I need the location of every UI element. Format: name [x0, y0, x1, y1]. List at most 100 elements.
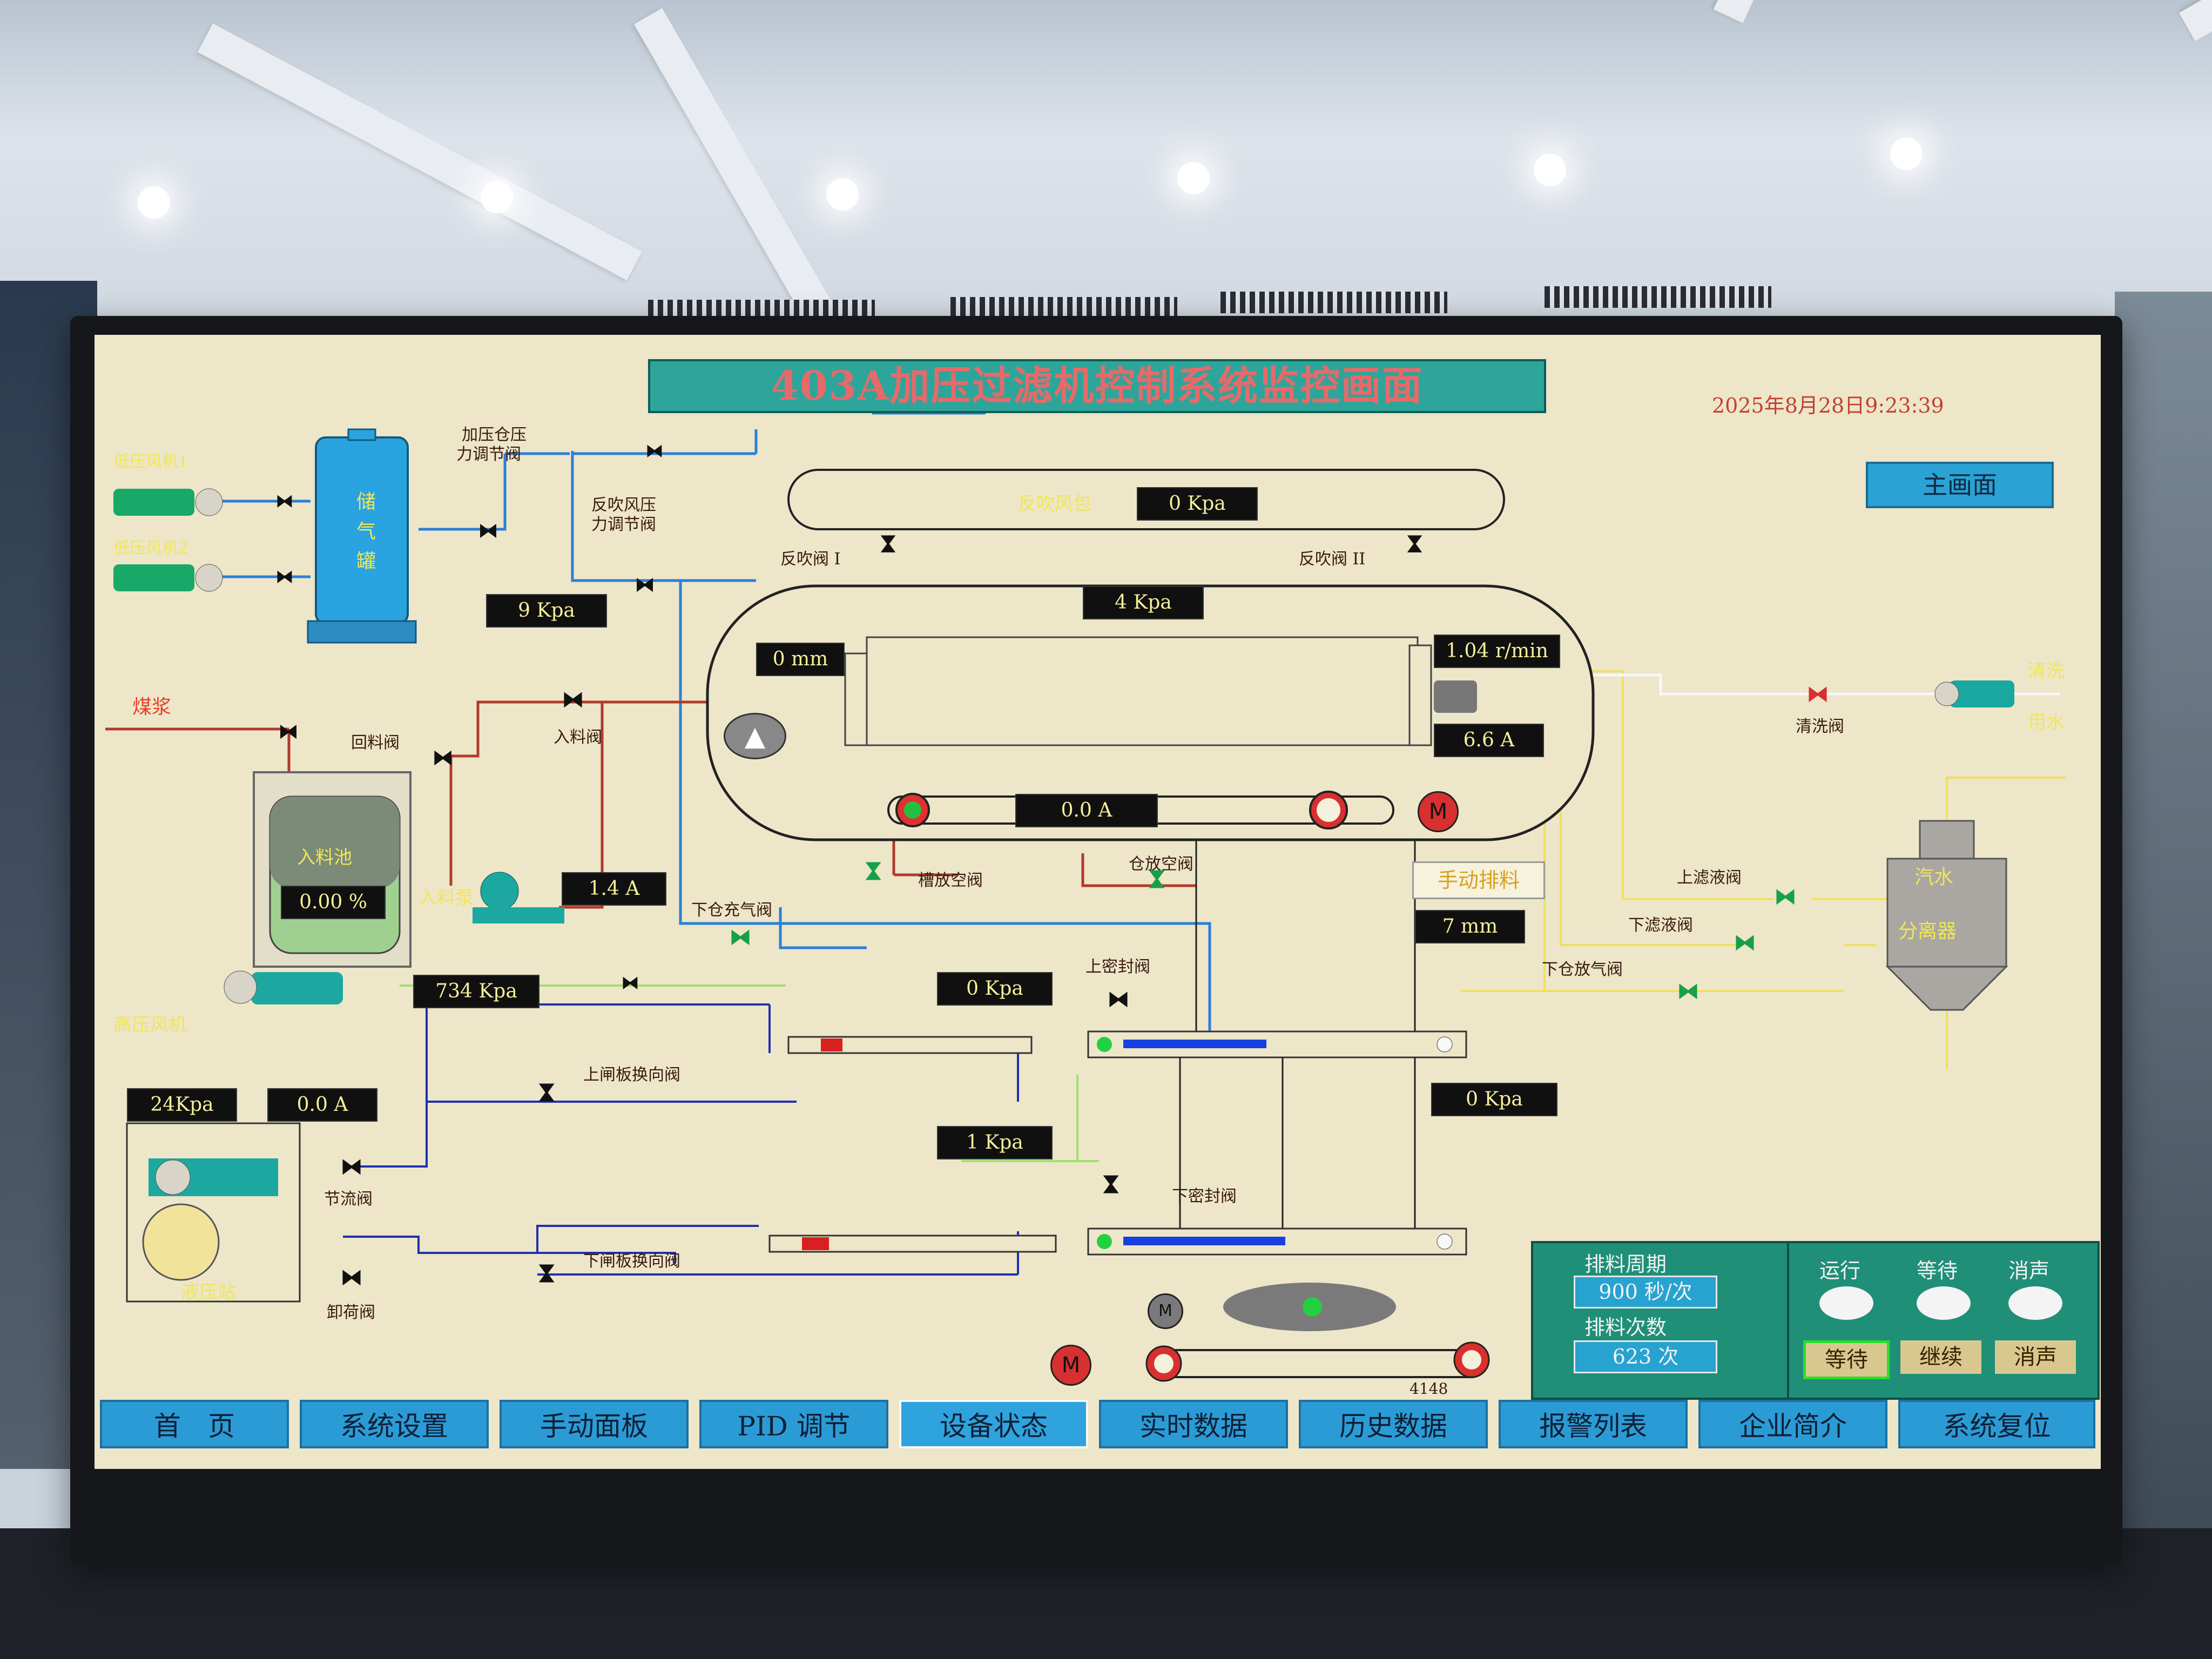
hp-air-valve-icon[interactable]: ⧓: [621, 972, 639, 994]
up-arrow-icon[interactable]: ▲: [724, 713, 786, 759]
main-screen-button[interactable]: 主画面: [1866, 462, 2054, 508]
hp-fan-label: 高压风机: [113, 1014, 187, 1036]
unload-label: 卸荷阀: [327, 1303, 375, 1322]
lower-bin-drain-label: 下仓放气阀: [1542, 960, 1623, 979]
wait-button[interactable]: 等待: [1803, 1340, 1890, 1379]
throttle-valve-icon[interactable]: ⧓: [340, 1153, 363, 1179]
nav-system-settings[interactable]: 系统设置: [300, 1400, 489, 1448]
blow-valve2-label: 反吹阀 II: [1299, 550, 1366, 569]
bin-drain-valve-icon[interactable]: ⧓: [1144, 868, 1171, 891]
cycle-label: 排料周期: [1584, 1252, 1667, 1276]
inlet-valve-icon[interactable]: ⧓: [562, 686, 584, 712]
separator-label-1: 汽水: [1914, 866, 1954, 888]
upper-gate-valve-icon[interactable]: ⧓: [534, 1081, 561, 1104]
blow-tank-reading: 0 Kpa: [1137, 487, 1258, 521]
panel-divider: [1787, 1243, 1789, 1398]
inlet-pump-shape: [473, 872, 564, 923]
nav-home[interactable]: 首 页: [100, 1400, 289, 1448]
slurry-valve-icon[interactable]: ⧓: [278, 719, 299, 743]
low-pressure-fans: [113, 488, 223, 592]
fan1-valve-icon[interactable]: ⧓: [275, 490, 294, 512]
ceiling-light: [481, 181, 513, 213]
upper-filtrate-label: 上滤液阀: [1677, 868, 1742, 887]
lower-gate-valve-icon[interactable]: ⧓: [534, 1262, 561, 1285]
discharge-panel: 排料周期 900 秒/次 排料次数 623 次 运行 等待 消声 等待 继续 消…: [1531, 1241, 2100, 1400]
lower-seal-valve-icon[interactable]: ⧓: [1098, 1173, 1125, 1196]
tank-char-1: 储: [356, 491, 376, 513]
lower-filtrate-valve-icon[interactable]: ⧓: [1734, 929, 1756, 955]
drive-motor: [1434, 680, 1477, 713]
upper-lock-pressure-reading: 0 Kpa: [937, 972, 1053, 1006]
belt-motor-icon[interactable]: M: [1418, 791, 1459, 832]
hydraulic-current-reading: 0.0 A: [267, 1088, 377, 1122]
pressure-valve-icon[interactable]: ⧓: [478, 518, 498, 542]
clean-water-label-1: 清洗: [2028, 660, 2065, 682]
blow-valve2-icon[interactable]: ⧓: [1402, 533, 1427, 555]
ceiling-background: [0, 0, 2212, 346]
chamber-pressure-reading: 4 Kpa: [1083, 586, 1204, 619]
hydraulic-frame: [126, 1122, 301, 1303]
nav-realtime-data[interactable]: 实时数据: [1099, 1400, 1288, 1448]
ceiling-light: [138, 186, 170, 219]
lower-gate-label: 下闸板换向阀: [583, 1252, 680, 1271]
lower-seal-label: 下密封阀: [1172, 1187, 1237, 1206]
tank-pressure-reading: 9 Kpa: [486, 594, 607, 628]
top-air-valve-icon[interactable]: ⧓: [645, 440, 664, 462]
blow-valve1-icon[interactable]: ⧓: [876, 533, 901, 555]
fan2-valve-icon[interactable]: ⧓: [275, 566, 294, 588]
hydraulic-pressure-reading: 24Kpa: [127, 1088, 237, 1122]
separator-shape: [1885, 820, 2008, 1011]
upper-seal-label: 上密封阀: [1085, 957, 1150, 976]
hmi-screen: 403A加压过滤机控制系统监控画面 2025年8月28日9:23:39 主画面 …: [95, 335, 2101, 1469]
nav-history-data[interactable]: 历史数据: [1299, 1400, 1488, 1448]
bottom-nav: 首 页 系统设置 手动面板 PID 调节 设备状态 实时数据 历史数据 报警列表…: [95, 1394, 2101, 1458]
slurry-label: 煤浆: [132, 696, 172, 718]
return-valve-label: 回料阀: [351, 733, 400, 752]
pump-current-reading: 1.4 A: [562, 872, 666, 906]
upper-filtrate-valve-icon[interactable]: ⧓: [1774, 883, 1797, 909]
wait-indicator: [1917, 1286, 1971, 1320]
lock-chamber-upper: [787, 840, 1467, 1229]
nav-company-intro[interactable]: 企业简介: [1698, 1400, 1887, 1448]
cycle-value[interactable]: 900 秒/次: [1574, 1276, 1717, 1309]
manual-discharge-button[interactable]: 手动排料: [1412, 861, 1545, 899]
counter-label: 4148: [1410, 1380, 1448, 1398]
unload-valve-icon[interactable]: ⧓: [340, 1264, 363, 1290]
mute-button[interactable]: 消声: [1995, 1340, 2076, 1374]
bin-drain-label: 仓放空阀: [1129, 855, 1193, 874]
fan2-label: 低压风机2: [113, 539, 189, 558]
clean-valve-label: 清洗阀: [1796, 717, 1844, 736]
ceiling-vent: [1220, 292, 1447, 313]
discharge-motor-icon[interactable]: M: [1050, 1345, 1091, 1386]
fan1-label: 低压风机1: [113, 453, 189, 471]
count-label: 排料次数: [1584, 1316, 1667, 1339]
pressure-valve-label-2: 力调节阀: [456, 445, 521, 464]
upper-gate-label: 上闸板换向阀: [583, 1065, 680, 1084]
nav-manual-panel[interactable]: 手动面板: [500, 1400, 689, 1448]
lock-chamber-lower: [768, 1228, 1467, 1256]
blow-pressure-valve-icon[interactable]: ⧓: [635, 572, 655, 596]
right-lock-pressure-reading: 0 Kpa: [1431, 1083, 1557, 1116]
lower-conveyor-motor-icon[interactable]: M: [1148, 1293, 1183, 1329]
blow-valve1-label: 反吹阀 I: [780, 550, 841, 569]
nav-pid[interactable]: PID 调节: [699, 1400, 888, 1448]
motor-current-reading: 6.6 A: [1434, 724, 1544, 757]
lower-bin-drain-valve-icon[interactable]: ⧓: [1677, 977, 1700, 1004]
upper-seal-valve-icon[interactable]: ⧓: [1107, 986, 1130, 1012]
ceiling-light: [1890, 138, 1923, 170]
run-indicator: [1819, 1286, 1873, 1320]
throttle-label: 节流阀: [324, 1190, 373, 1209]
continue-button[interactable]: 继续: [1900, 1340, 1981, 1374]
return-valve-icon[interactable]: ⧓: [432, 745, 454, 770]
run-label: 运行: [1819, 1259, 1861, 1283]
datetime: 2025年8月28日9:23:39: [1712, 394, 1944, 417]
slot-drain-valve-icon[interactable]: ⧓: [861, 860, 887, 882]
clean-valve-icon[interactable]: ⧓: [1806, 680, 1829, 707]
nav-device-status[interactable]: 设备状态: [899, 1400, 1088, 1448]
nav-alarm-list[interactable]: 报警列表: [1499, 1400, 1688, 1448]
blow-tank-label: 反吹风包: [1018, 493, 1091, 515]
lower-fill-valve-icon[interactable]: ⧓: [729, 923, 752, 950]
nav-system-reset[interactable]: 系统复位: [1898, 1400, 2095, 1448]
ceiling-light: [1177, 162, 1210, 194]
wall-right: [2115, 292, 2212, 1534]
